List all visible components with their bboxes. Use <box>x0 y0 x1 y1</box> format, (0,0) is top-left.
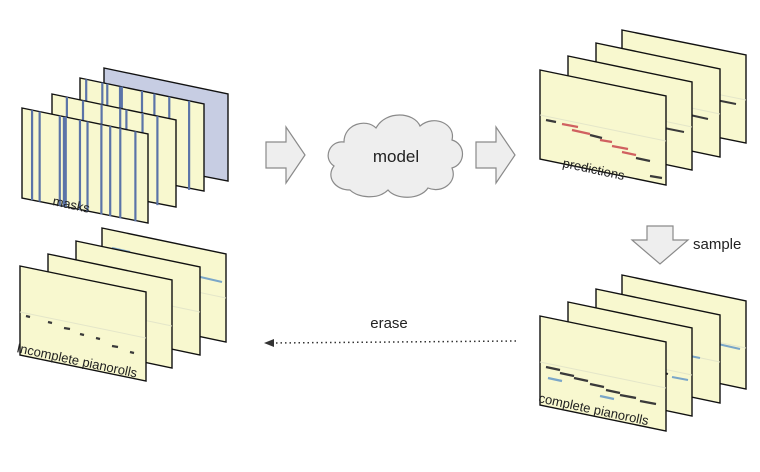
block-right-arrow-icon <box>475 125 516 185</box>
complete-layer-front <box>539 315 667 432</box>
predictions-stack: predictions <box>539 29 747 186</box>
note-mark <box>589 133 603 140</box>
note-mark <box>571 128 591 136</box>
block-down-arrow-icon <box>630 225 690 265</box>
note-mark <box>573 376 589 383</box>
note-mark <box>639 399 657 406</box>
grid-line <box>539 361 667 389</box>
note-mark <box>589 382 605 389</box>
erase-label: erase <box>370 315 408 332</box>
note-mark <box>79 332 85 337</box>
complete-pianorolls-stack: complete pianorolls <box>537 274 747 432</box>
note-mark <box>47 320 53 325</box>
note-mark <box>621 150 637 157</box>
note-mark <box>547 376 563 383</box>
incomplete-pianorolls-stack: Incomplete pianorolls <box>15 227 227 382</box>
prediction-layer-front <box>539 69 667 186</box>
note-mark <box>559 371 575 378</box>
masks-stack: masks <box>21 67 229 224</box>
note-mark <box>611 144 629 151</box>
sample-label: sample <box>693 236 741 253</box>
cloud-icon: model <box>327 114 464 198</box>
note-mark <box>599 394 615 401</box>
note-mark <box>635 156 651 163</box>
note-mark <box>545 365 561 372</box>
note-mark <box>545 118 557 124</box>
note-mark <box>599 138 613 144</box>
note-mark <box>63 326 71 331</box>
note-mark <box>129 350 135 355</box>
dotted-left-arrow-icon <box>264 339 517 347</box>
note-mark <box>95 336 101 341</box>
incomplete-layer-front <box>19 265 147 382</box>
note-mark <box>25 314 31 319</box>
grid-line <box>19 311 147 339</box>
block-right-arrow-icon <box>265 125 306 185</box>
note-mark <box>649 174 663 180</box>
note-mark <box>111 344 119 349</box>
model-label: model <box>373 147 419 166</box>
note-mark <box>605 388 621 395</box>
grid-line <box>539 114 667 142</box>
note-mark <box>561 122 579 129</box>
note-mark <box>619 393 637 400</box>
mask-layer-front <box>21 107 149 224</box>
